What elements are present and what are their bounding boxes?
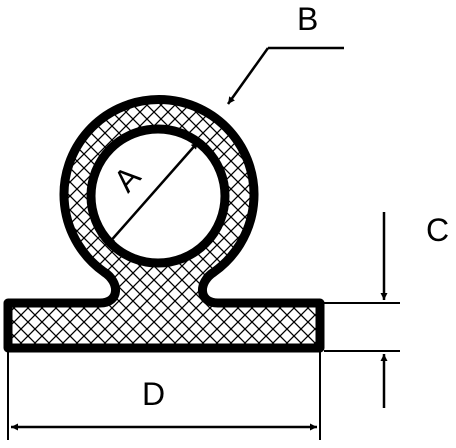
- dimension-c: [324, 212, 400, 408]
- bulb-hollow: [86, 124, 230, 268]
- dimension-a-line: [107, 141, 199, 245]
- leader-b-arrow: [226, 47, 270, 105]
- label-d: D: [142, 376, 165, 412]
- label-c: C: [426, 212, 449, 248]
- label-b: B: [297, 1, 318, 37]
- leader-b: [226, 46, 344, 105]
- dimension-d: [7, 352, 321, 440]
- seal-profile: [3, 95, 325, 353]
- dimension-a: [107, 141, 199, 245]
